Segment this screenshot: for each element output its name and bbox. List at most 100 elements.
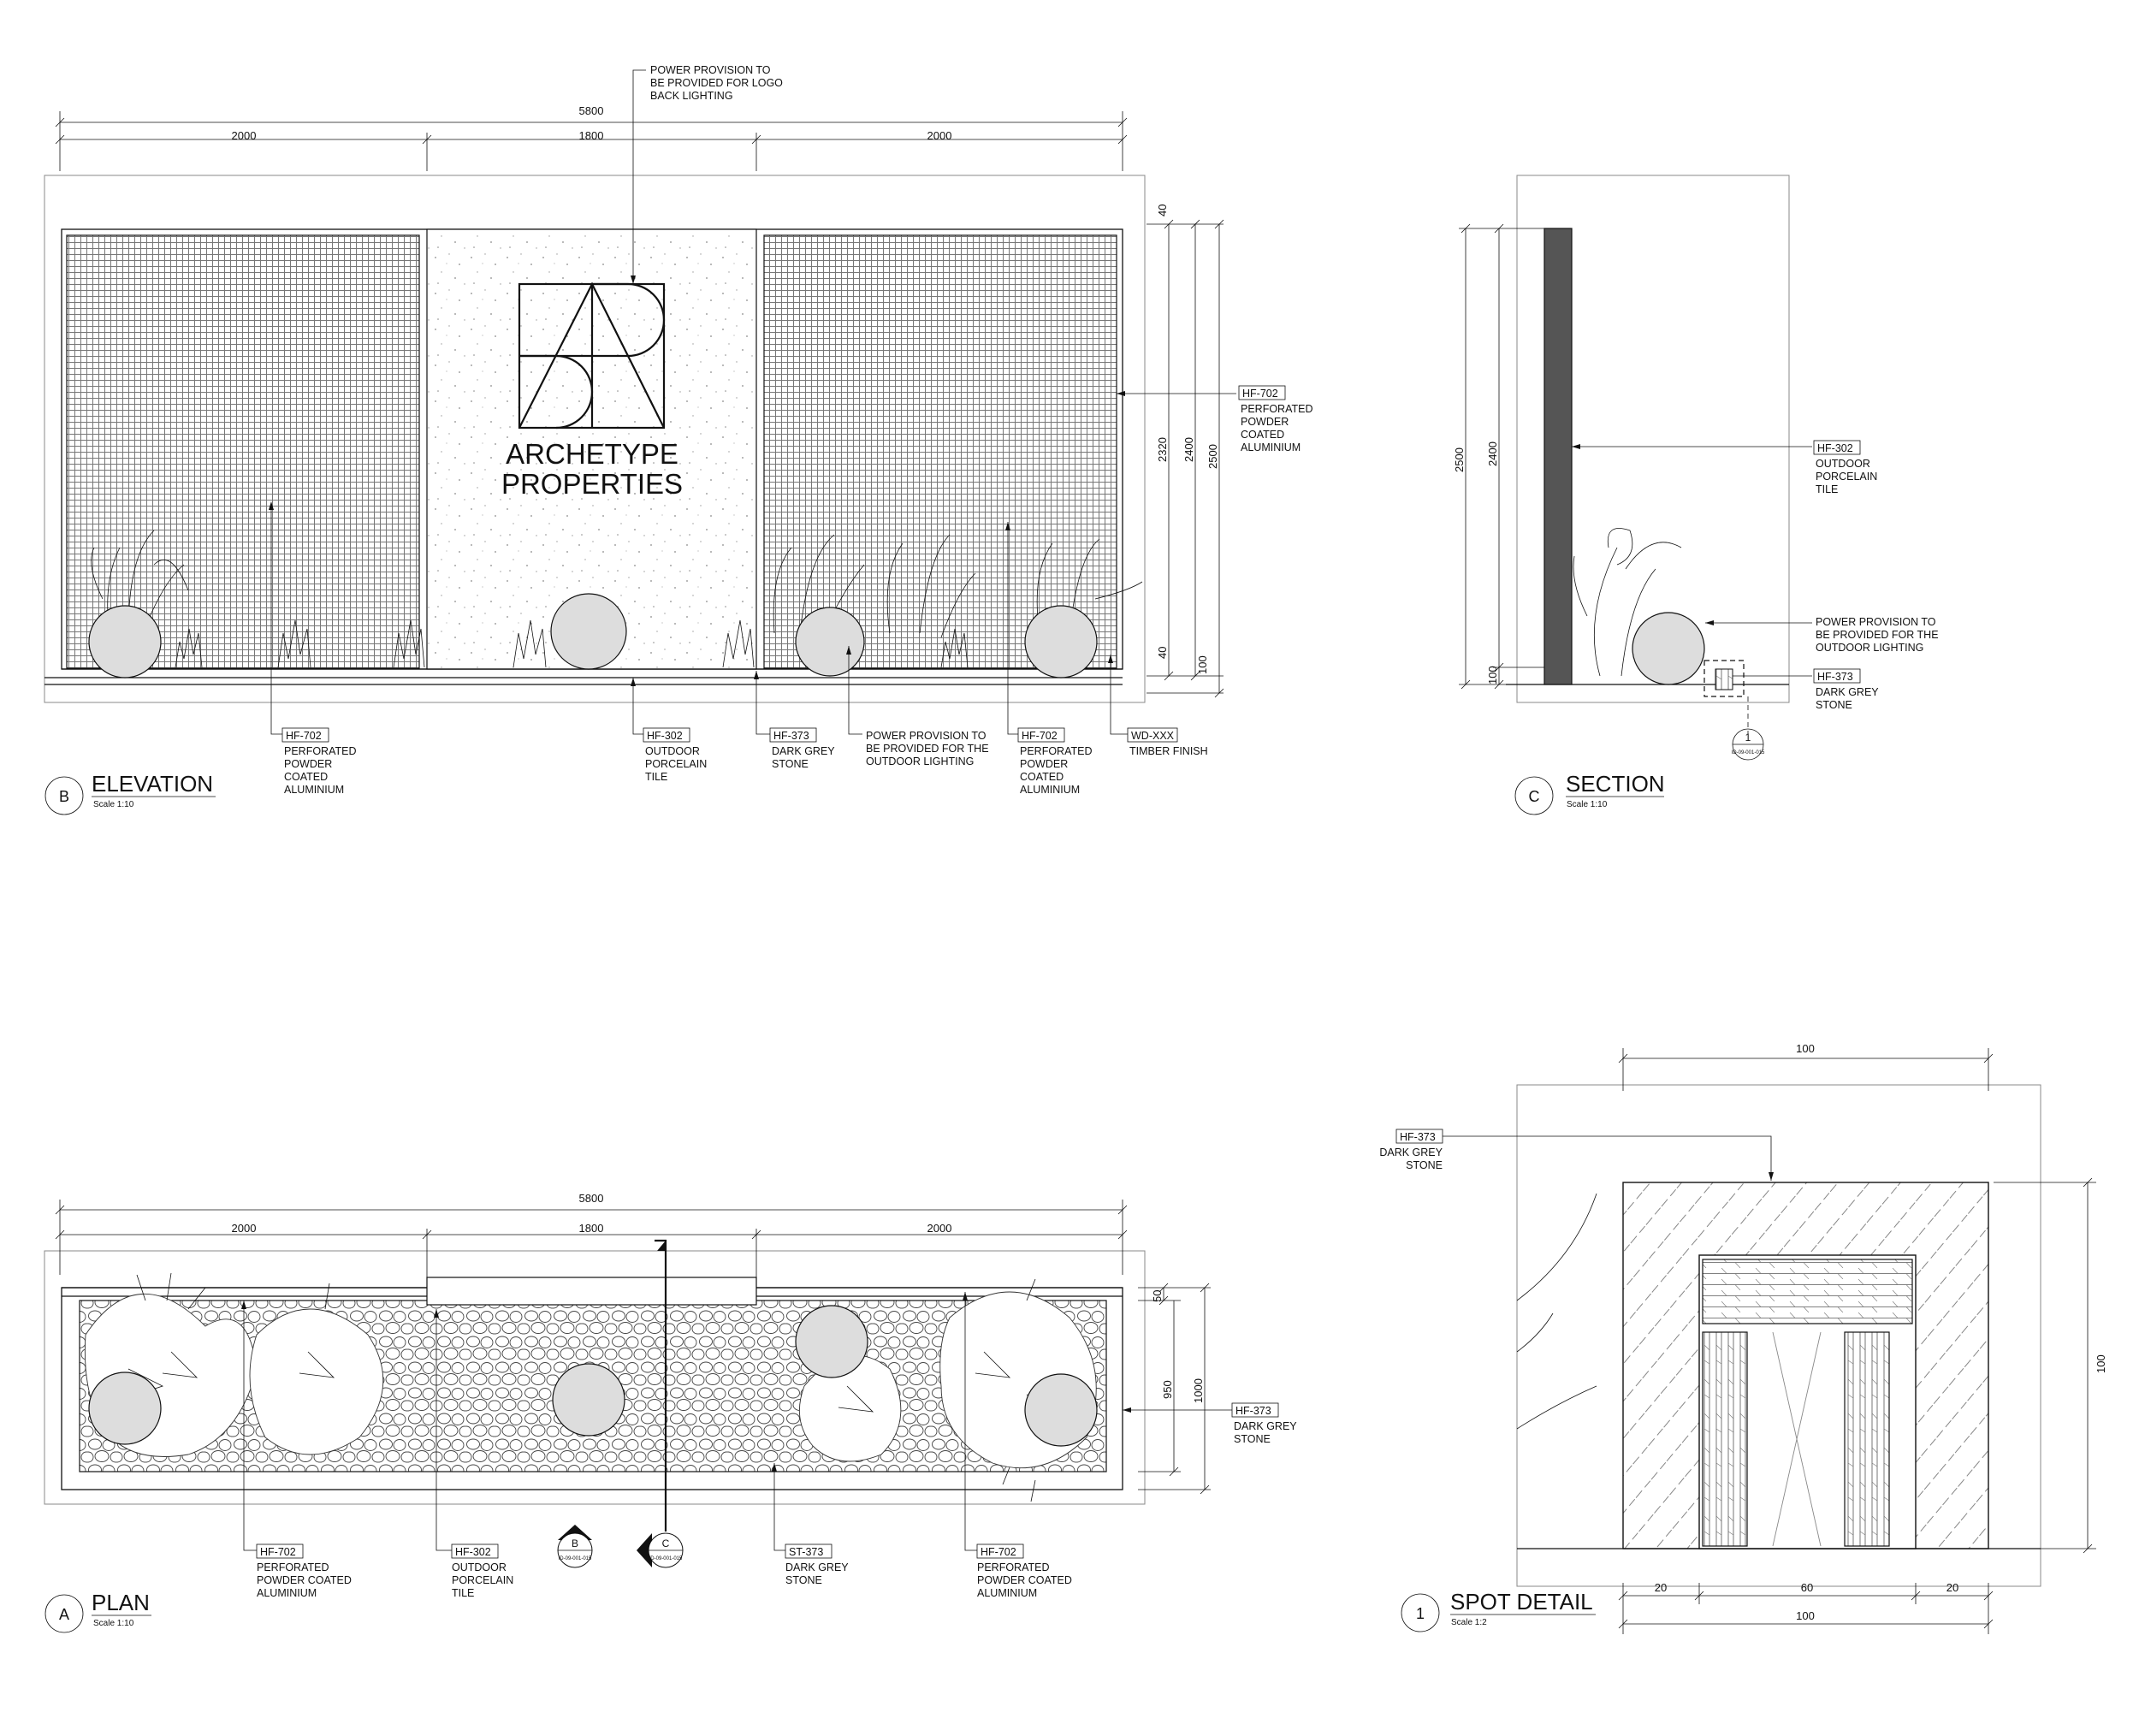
label-elevation-notes-power_outdoor-0: POWER PROVISION TO	[866, 730, 987, 742]
section-dim-base: 100	[1486, 666, 1499, 684]
spot-note-hf373: HF-373 DARK GREY STONE	[1379, 1129, 1443, 1171]
plan-title: PLAN	[92, 1590, 150, 1615]
plan-view: 5800 2000 1800 2000 50 950 1000 HF-373 D…	[44, 1192, 1297, 1633]
label-plan-marker_b_sheet: ID-09-001-015	[559, 1556, 592, 1561]
label-elevation-notes-hf702_b_text-3: ALUMINIUM	[1020, 784, 1080, 796]
section-note-power: POWER PROVISION TO BE PROVIDED FOR THE O…	[1816, 616, 1939, 654]
label-elevation-notes-hf302_tag: HF-302	[647, 730, 683, 742]
elevation-dim-base: 100	[1196, 655, 1209, 674]
label-spot-notes-hf373_text-0: DARK GREY	[1379, 1146, 1443, 1158]
section-title: SECTION	[1566, 771, 1665, 797]
label-elevation-notes-hf302_text-2: TILE	[645, 771, 667, 783]
spot-title: SPOT DETAIL	[1450, 1589, 1593, 1615]
label-elevation-notes-power_logo-2: BACK LIGHTING	[650, 90, 733, 102]
label-plan-notes-st373_text-1: STONE	[785, 1574, 822, 1586]
label-elevation-notes-hf302_text-1: PORCELAIN	[645, 758, 707, 770]
plan-dim-top: 50	[1151, 1290, 1164, 1302]
elevation-title-block: B ELEVATION Scale 1:10	[44, 771, 216, 815]
logo-line-2: PROPERTIES	[501, 468, 683, 500]
plan-marker-b: B ID-09-001-015	[557, 1525, 593, 1568]
label-elevation-notes-hf373_text-1: STONE	[772, 758, 809, 770]
elevation-dim-overall: 5800	[579, 104, 604, 117]
label-section-notes-hf373_text-0: DARK GREY	[1816, 686, 1879, 698]
label-plan-notes-hf302_text-2: TILE	[452, 1587, 474, 1599]
label-section-notes-hf373_tag: HF-373	[1817, 671, 1853, 683]
label-plan-notes-hf702_a_tag: HF-702	[260, 1546, 296, 1558]
label-elevation-notes-hf702_b_tag: HF-702	[1022, 730, 1058, 742]
elevation-dim-2500: 2500	[1206, 444, 1219, 469]
elevation-dim-left: 2000	[232, 129, 257, 142]
label-elevation-notes-hf702_right_text-2: COATED	[1241, 429, 1284, 441]
elevation-view: ARCHETYPE PROPERTIES 5800 2000 1800 2000…	[44, 64, 1313, 815]
label-elevation-notes-hf702_right_text-0: PERFORATED	[1241, 403, 1313, 415]
label-elevation-notes-hf702_right_tag: HF-702	[1242, 388, 1278, 400]
plan-note-st373: ST-373 DARK GREY STONE	[785, 1543, 849, 1586]
label-elevation-notes-hf702_a_text-3: ALUMINIUM	[284, 784, 344, 796]
spot-dim-b-mid: 60	[1801, 1581, 1813, 1594]
section-title-block: C SECTION Scale 1:10	[1514, 771, 1665, 815]
plan-note-hf702-a: HF-702 PERFORATED POWDER COATED ALUMINIU…	[256, 1543, 352, 1599]
section-note-hf373: HF-373 DARK GREY STONE	[1813, 668, 1879, 711]
note-hf702-b: HF-702 PERFORATED POWDER COATED ALUMINIU…	[1017, 727, 1093, 796]
label-plan-notes-hf702_b_text-1: POWDER COATED	[977, 1574, 1072, 1586]
plan-dim-left: 2000	[232, 1222, 257, 1235]
spot-dim-right: 100	[2095, 1354, 2107, 1373]
spot-scale: Scale 1:2	[1451, 1618, 1487, 1627]
note-hf302: HF-302 OUTDOOR PORCELAIN TILE	[643, 727, 707, 783]
label-elevation-notes-hf702_a_text-2: COATED	[284, 771, 328, 783]
spot-dim-b-left: 20	[1655, 1581, 1667, 1594]
label-section-notes-hf373_text-1: STONE	[1816, 699, 1852, 711]
label-spot-notes-hf373_tag: HF-373	[1400, 1131, 1436, 1143]
label-elevation-notes-hf702_b_text-0: PERFORATED	[1020, 745, 1093, 757]
label-elevation-notes-hf302_text-0: OUTDOOR	[645, 745, 700, 757]
elevation-dim-right: 2000	[927, 129, 952, 142]
plan-note-hf373-right: HF-373 DARK GREY STONE	[1231, 1402, 1297, 1445]
archetype-logo	[518, 281, 666, 430]
spot-dim-top: 100	[1796, 1042, 1815, 1055]
note-hf373: HF-373 DARK GREY STONE	[769, 727, 835, 770]
plan-note-hf702-b: HF-702 PERFORATED POWDER COATED ALUMINIU…	[976, 1543, 1072, 1599]
elevation-dim-center: 1800	[579, 129, 604, 142]
plan-dim-center: 1800	[579, 1222, 604, 1235]
label-plan-notes-hf302_tag: HF-302	[455, 1546, 491, 1558]
label-section-notes-power-0: POWER PROVISION TO	[1816, 616, 1936, 628]
label-elevation-notes-hf702_b_text-2: COATED	[1020, 771, 1064, 783]
label-elevation-notes-hf702_a_text-1: POWDER	[284, 758, 332, 770]
label-plan-notes-st373_text-0: DARK GREY	[785, 1561, 849, 1573]
label-plan-notes-hf373_right_text-0: DARK GREY	[1234, 1420, 1297, 1432]
label-elevation-notes-wd_text-0: TIMBER FINISH	[1129, 745, 1208, 757]
plan-marker: A	[59, 1606, 69, 1623]
label-plan-notes-hf373_right_tag: HF-373	[1235, 1405, 1271, 1417]
label-spot-notes-hf373_text-1: STONE	[1406, 1159, 1443, 1171]
label-plan-notes-hf373_right_text-1: STONE	[1234, 1433, 1271, 1445]
section-dim-2400: 2400	[1486, 441, 1499, 466]
note-hf702-a: HF-702 PERFORATED POWDER COATED ALUMINIU…	[281, 727, 357, 796]
note-power-outdoor: POWER PROVISION TO BE PROVIDED FOR THE O…	[866, 730, 989, 767]
spot-detail-view: 100 100 20 60 20 100 HF-373 DARK GREY ST…	[1379, 1042, 2107, 1634]
label-plan-notes-hf702_a_text-0: PERFORATED	[257, 1561, 329, 1573]
label-elevation-notes-power_logo-1: BE PROVIDED FOR LOGO	[650, 77, 783, 89]
label-plan-marker_b: B	[572, 1538, 578, 1549]
section-note-hf302: HF-302 OUTDOOR PORCELAIN TILE	[1813, 440, 1877, 495]
label-plan-notes-hf302_text-1: PORCELAIN	[452, 1574, 513, 1586]
elevation-marker: B	[59, 788, 69, 805]
label-plan-marker_c: C	[662, 1538, 670, 1549]
elevation-title: ELEVATION	[92, 771, 213, 797]
label-elevation-notes-hf702_b_text-1: POWDER	[1020, 758, 1068, 770]
label-plan-notes-hf702_b_text-2: ALUMINIUM	[977, 1587, 1037, 1599]
plan-dim-950: 950	[1161, 1380, 1174, 1399]
label-plan-notes-hf302_text-0: OUTDOOR	[452, 1561, 507, 1573]
label-plan-notes-hf702_a_text-1: POWDER COATED	[257, 1574, 352, 1586]
elevation-dim-top-gap: 40	[1156, 204, 1169, 216]
plan-scale: Scale 1:10	[93, 1619, 134, 1628]
plan-title-block: A PLAN Scale 1:10	[44, 1590, 151, 1633]
plan-marker-c: C ID-09-001-015	[637, 1532, 684, 1568]
elevation-scale: Scale 1:10	[93, 800, 134, 809]
spot-dim-b-right: 20	[1946, 1581, 1958, 1594]
elevation-dim-2320: 2320	[1156, 437, 1169, 462]
note-hf702-right: HF-702 PERFORATED POWDER COATED ALUMINIU…	[1238, 385, 1313, 453]
plan-dim-1000: 1000	[1192, 1378, 1205, 1403]
label-section-notes-hf302_text-1: PORCELAIN	[1816, 471, 1877, 483]
plan-dim-overall: 5800	[579, 1192, 604, 1205]
